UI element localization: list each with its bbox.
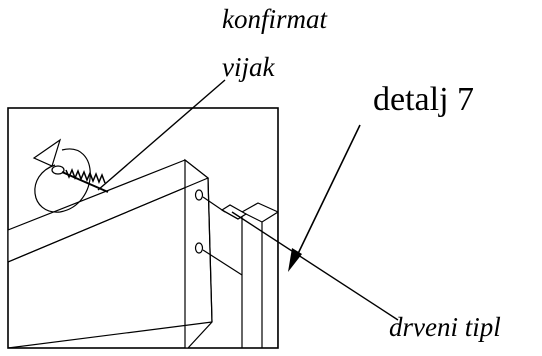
hole-bottom [194,242,204,254]
leader-dowel [231,211,399,321]
label-dowel: drveni tipl [389,312,501,342]
rotation-arrowhead [32,138,62,167]
board-bottom-edge [8,321,213,348]
label-screw-line2: vijak [222,52,275,82]
side-panel-top [240,202,278,223]
screw-head [51,165,65,175]
label-screw-line1: konfirmat [222,4,327,34]
hole-top [194,189,204,201]
rotation-arrow [34,148,91,213]
leader-screw [97,79,226,191]
leader-detail-arrowhead [288,248,302,272]
align-line-bottom [202,249,243,276]
board-lower-edge [8,177,209,263]
board-end-face [184,158,213,348]
screw-thread [65,167,106,185]
align-line-top [202,196,226,213]
leader-detail [293,124,361,263]
label-detail: detalj 7 [373,81,475,118]
board-top-face [8,159,210,263]
panel-drawing [8,138,278,348]
board-corner-edge [207,177,213,323]
